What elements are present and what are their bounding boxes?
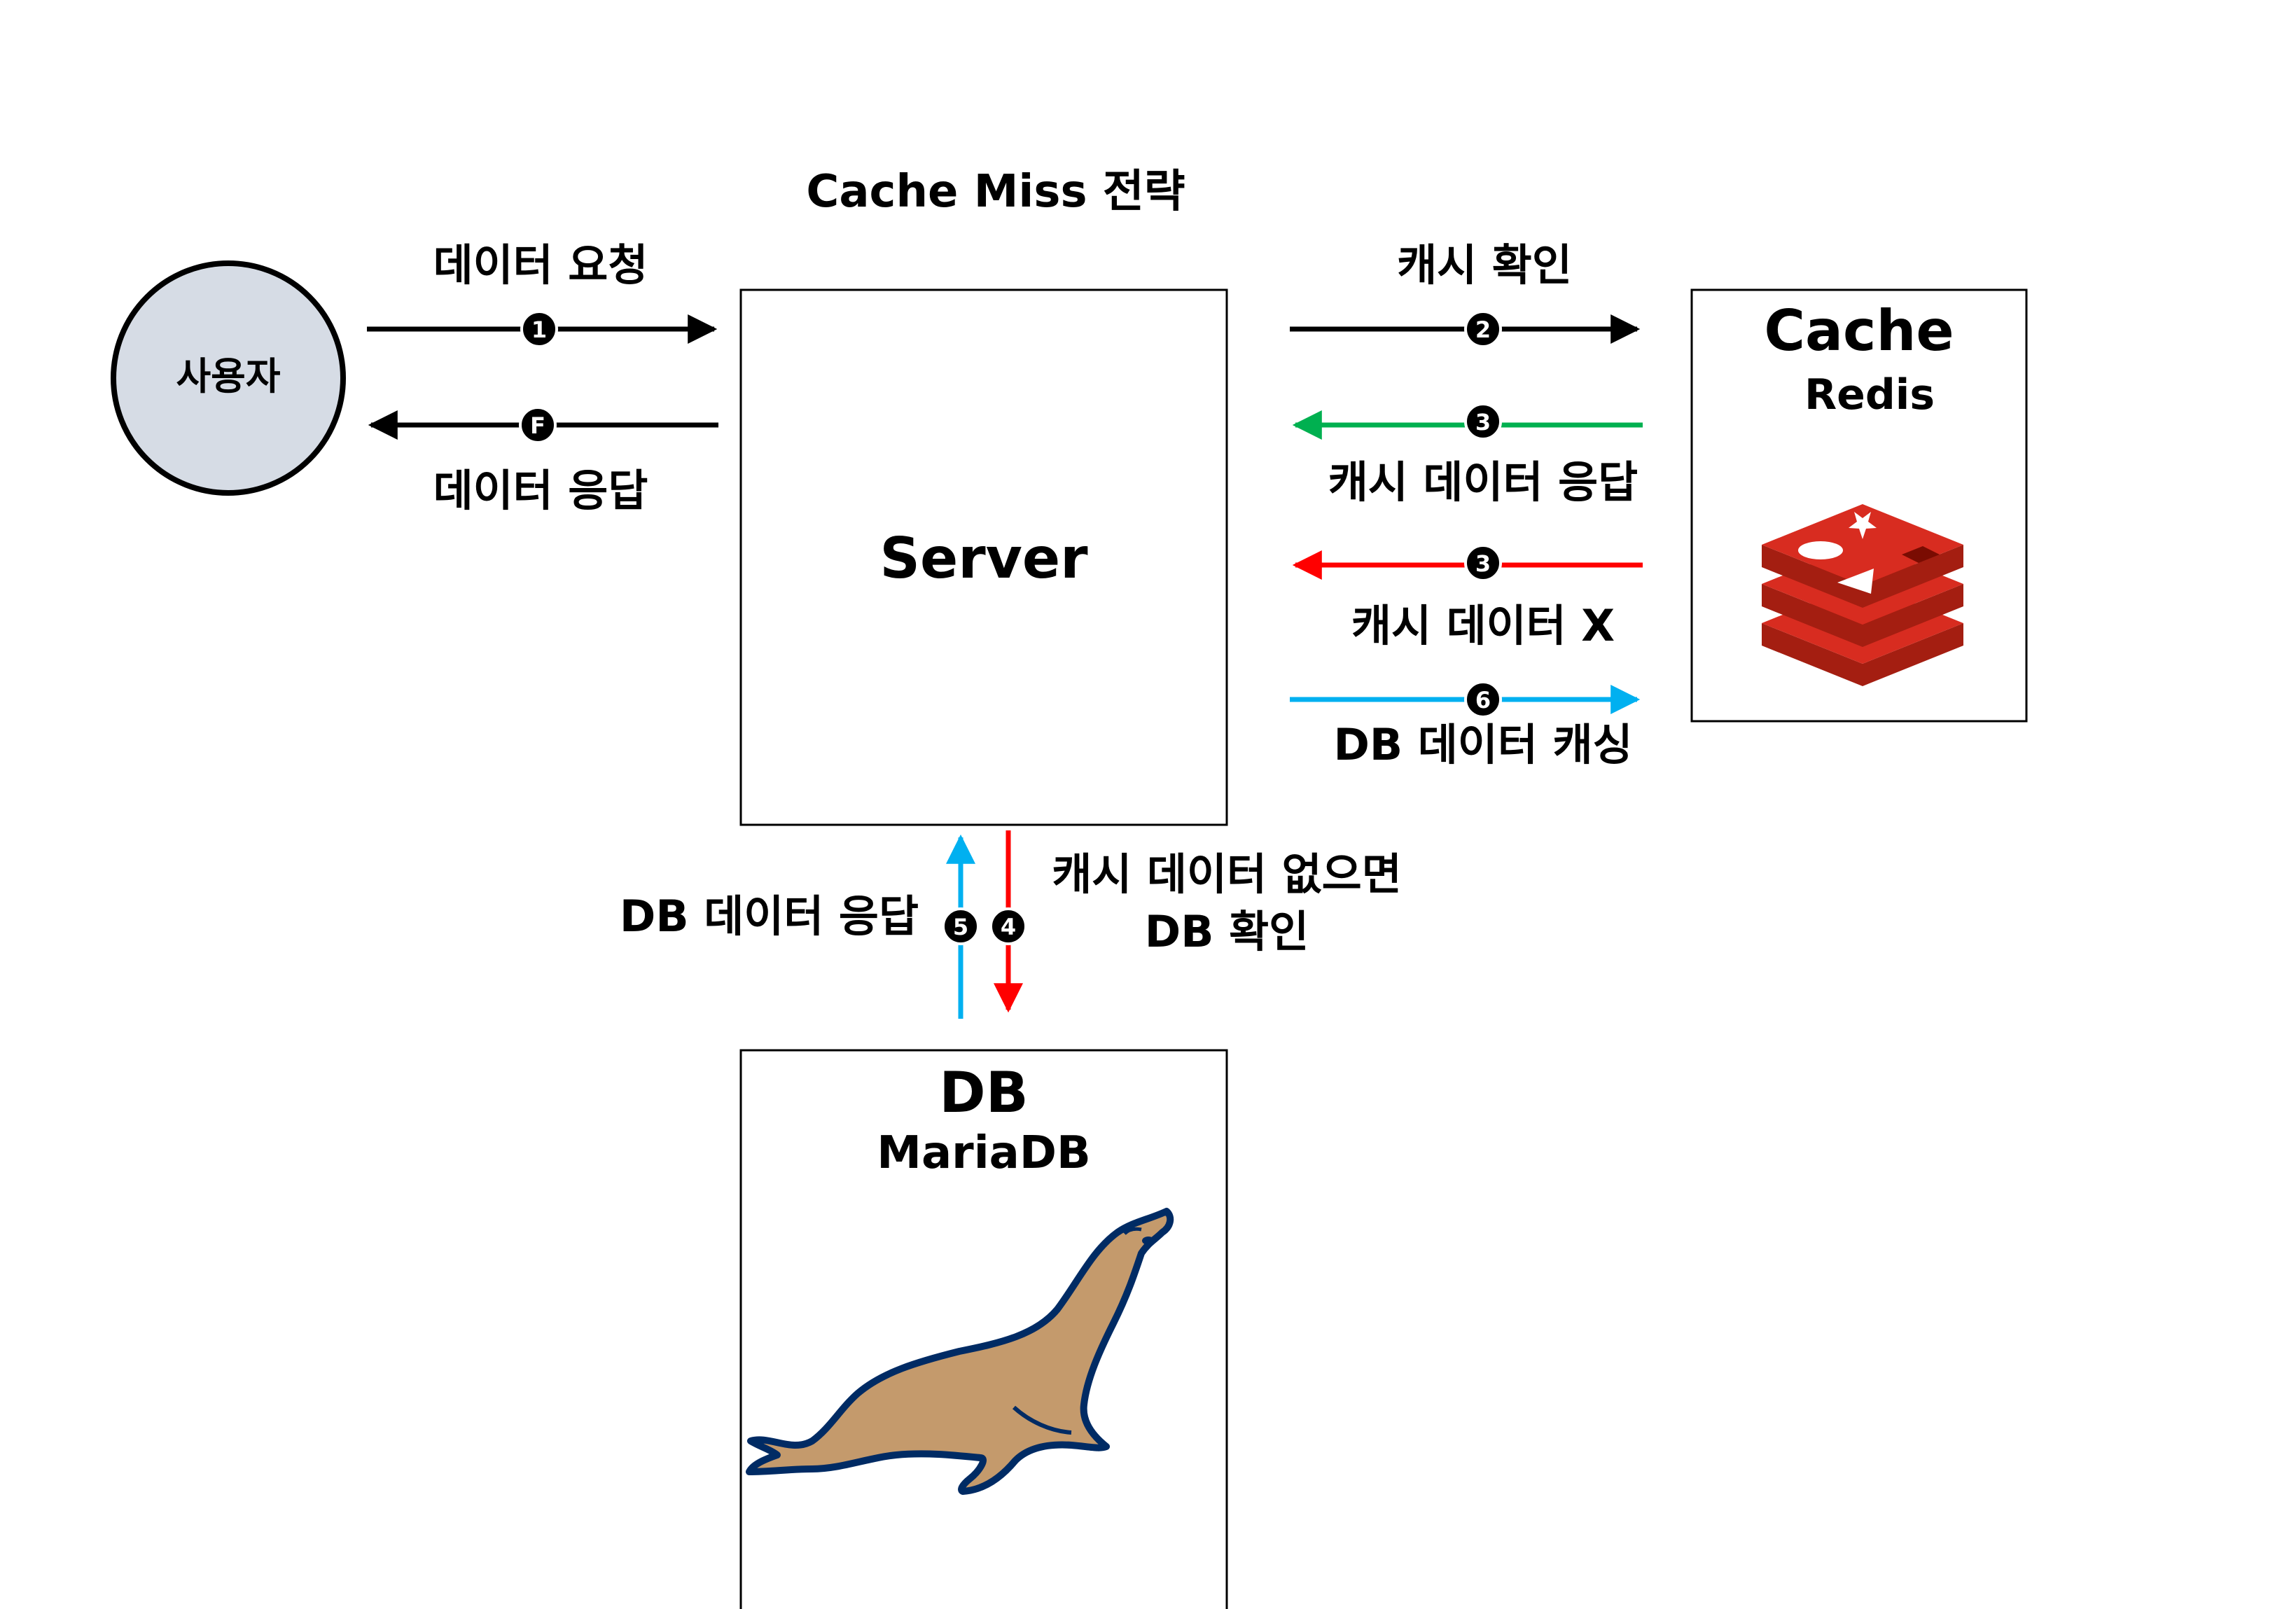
step-2-badge: 2 [1475,316,1491,343]
cache-box: Cache Redis [1690,288,2028,723]
step-f-label: 데이터 응답 [433,465,648,516]
step-3-miss-badge: 3 [1475,550,1491,577]
diagram-title: Cache Miss 전략 [806,166,1185,218]
redis-logo-icon [1762,504,1963,686]
step-1-request: 데이터 요청 1 [367,239,718,348]
step-6-label: DB 데이터 캐싱 [1333,719,1632,770]
step-6-badge: 6 [1475,687,1491,713]
user-node: 사용자 [111,260,346,496]
step-3-hit-badge: 3 [1475,409,1491,436]
db-box: DB MariaDB [739,1049,1228,1609]
step-3-miss-label: 캐시 데이터 X [1351,600,1615,651]
server-label: Server [879,526,1088,591]
step-6-db-caching: 6 DB 데이터 캐싱 [1290,681,1641,770]
db-subtitle: MariaDB [877,1127,1090,1179]
step-1-label: 데이터 요청 [433,239,648,291]
db-title: DB [939,1060,1028,1125]
step-1-badge: 1 [531,316,547,343]
step-5-label: DB 데이터 응답 [620,891,919,942]
user-label: 사용자 [176,354,280,398]
step-5-db-response: 5 DB 데이터 응답 [620,834,980,1019]
step-4-label-line2: DB 확인 [1145,906,1309,957]
mariadb-seal-icon [746,1208,1174,1495]
step-f-response: F 데이터 응답 [368,406,718,516]
step-5-badge: 5 [953,914,968,940]
step-3-cache-hit: 3 캐시 데이터 응답 [1292,403,1643,508]
step-2-cache-check: 캐시 확인 2 [1290,239,1641,348]
step-4-badge: 4 [1001,914,1016,940]
step-2-label: 캐시 확인 [1397,239,1572,291]
cache-subtitle: Redis [1804,370,1935,419]
cache-title: Cache [1764,298,1954,363]
step-3-cache-miss: 3 캐시 데이터 X [1292,544,1643,651]
server-box: Server [739,288,1228,826]
step-3-hit-label: 캐시 데이터 응답 [1328,457,1638,508]
step-4-label-line1: 캐시 데이터 없으면 [1052,849,1402,900]
step-4-db-check: 4 캐시 데이터 없으면 DB 확인 [989,830,1402,1013]
step-f-badge: F [530,412,545,439]
